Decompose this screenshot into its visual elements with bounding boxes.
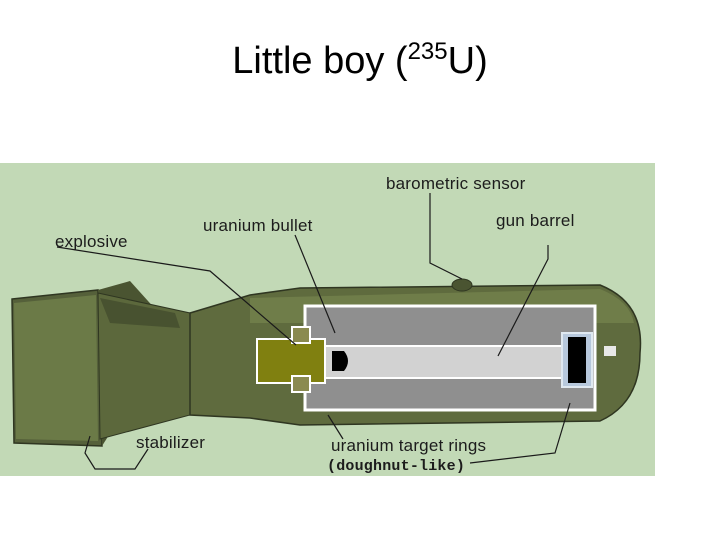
explosive-plug-lower (291, 375, 311, 393)
label-gun-barrel: gun barrel (496, 211, 575, 230)
gun-barrel (324, 345, 586, 379)
target-rings-leader (327, 414, 344, 440)
explosive-leader (56, 246, 297, 346)
uranium-bullet-leader (294, 234, 336, 334)
explosive-plug-upper (291, 326, 311, 344)
title-suffix: U) (447, 40, 488, 82)
barometric-sensor-bump (451, 278, 473, 292)
label-barometric-sensor: barometric sensor (386, 174, 526, 193)
uranium-bullet (332, 351, 348, 371)
gun-barrel-leader (497, 245, 549, 357)
tail-cone-shadow (100, 298, 180, 328)
bomb-diagram: barometric sensor explosive uranium bull… (0, 163, 655, 476)
label-uranium-bullet: uranium bullet (203, 216, 313, 235)
label-doughnut-like: (doughnut-like) (327, 458, 466, 475)
barometric-leader (429, 193, 463, 280)
page-title: Little boy (235U) (0, 40, 720, 83)
label-explosive: explosive (55, 232, 128, 251)
label-stabilizer: stabilizer (136, 433, 206, 452)
nose-window (604, 346, 616, 356)
target-core (568, 337, 586, 383)
title-prefix: Little boy ( (232, 40, 408, 82)
isotope-mass-number: 235 (407, 38, 448, 65)
doughnut-leader (469, 402, 571, 464)
bomb-illustration (0, 163, 655, 476)
stabilizer-face (14, 295, 98, 441)
label-uranium-target-rings: uranium target rings (331, 436, 487, 455)
stabilizer-leader (84, 435, 149, 470)
